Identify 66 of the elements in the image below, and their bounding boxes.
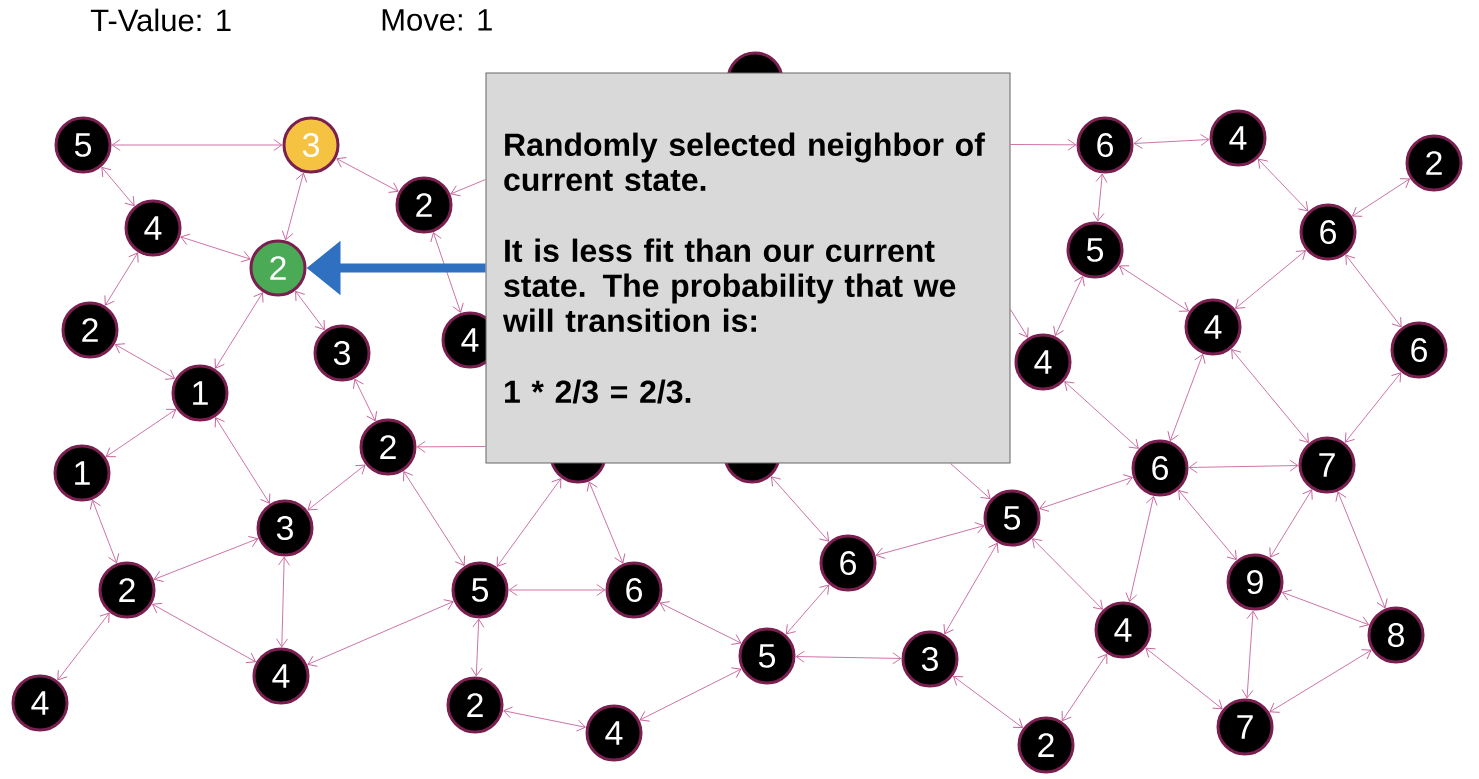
arrow: [57, 612, 110, 681]
arrow: [1235, 250, 1306, 309]
arrow: [1241, 610, 1259, 699]
arrow: [1133, 134, 1210, 149]
arrow: [450, 179, 486, 197]
arrow: [875, 522, 985, 559]
arrow: [1125, 496, 1158, 602]
arrow: [307, 599, 454, 667]
arrow: [508, 584, 606, 596]
arrow: [1145, 647, 1223, 710]
arrow: [953, 676, 1023, 728]
arrow: [659, 601, 742, 645]
arrow: [180, 233, 251, 263]
arrow: [1053, 276, 1085, 336]
arrow: [1345, 254, 1402, 328]
arrow: [943, 542, 999, 635]
arrow: [771, 476, 829, 542]
arrow: [403, 471, 465, 566]
arrow: [1231, 349, 1309, 443]
arrow: [795, 650, 902, 665]
arrow: [470, 618, 485, 677]
arrow: [586, 481, 626, 564]
arrow: [281, 172, 308, 241]
arrow: [101, 166, 135, 207]
arrow: [1344, 372, 1402, 443]
arrow: [104, 252, 139, 306]
arrow: [105, 408, 177, 458]
arrow: [214, 292, 264, 369]
arrow: [1188, 459, 1299, 474]
arrow: [353, 378, 377, 422]
status-label: T-Value: 1: [90, 8, 231, 32]
arrow: [1061, 653, 1108, 722]
arrow: [1269, 489, 1313, 558]
arrow: [214, 417, 271, 504]
arrow: [336, 157, 399, 193]
arrow: [1039, 474, 1133, 512]
arrow: [114, 343, 176, 380]
arrow: [416, 440, 486, 453]
arrow: [276, 556, 290, 648]
arrow: [496, 478, 562, 567]
arrow: [1092, 173, 1108, 222]
callout-tooltip: Randomly selected neighbor of current state. It is less fit than our current state. The probability that we will transition is: 1 * 2/3 = 2/3.: [485, 72, 1011, 464]
arrow: [1119, 265, 1189, 312]
arrow: [1167, 353, 1206, 442]
arrow: [1010, 309, 1029, 338]
arrow: [1352, 178, 1410, 217]
arrow: [950, 463, 991, 500]
arrow: [153, 536, 259, 582]
arrow: [1269, 649, 1372, 713]
arrow: [111, 139, 283, 151]
arrow: [89, 499, 120, 564]
arrow: [1010, 138, 1077, 151]
arrow: [307, 464, 366, 511]
arrow: [152, 602, 256, 664]
arrow: [1281, 589, 1370, 628]
arrow: [1032, 538, 1103, 610]
arrow: [430, 232, 464, 313]
arrow: [639, 667, 742, 722]
arrow: [295, 290, 325, 331]
arrow: [1178, 490, 1237, 560]
arrow: [1335, 491, 1388, 609]
arrow: [785, 584, 830, 635]
status-label: Move: 1: [382, 9, 492, 31]
arrow: [503, 706, 586, 732]
arrow: [1257, 158, 1309, 212]
arrow: [1064, 381, 1139, 449]
